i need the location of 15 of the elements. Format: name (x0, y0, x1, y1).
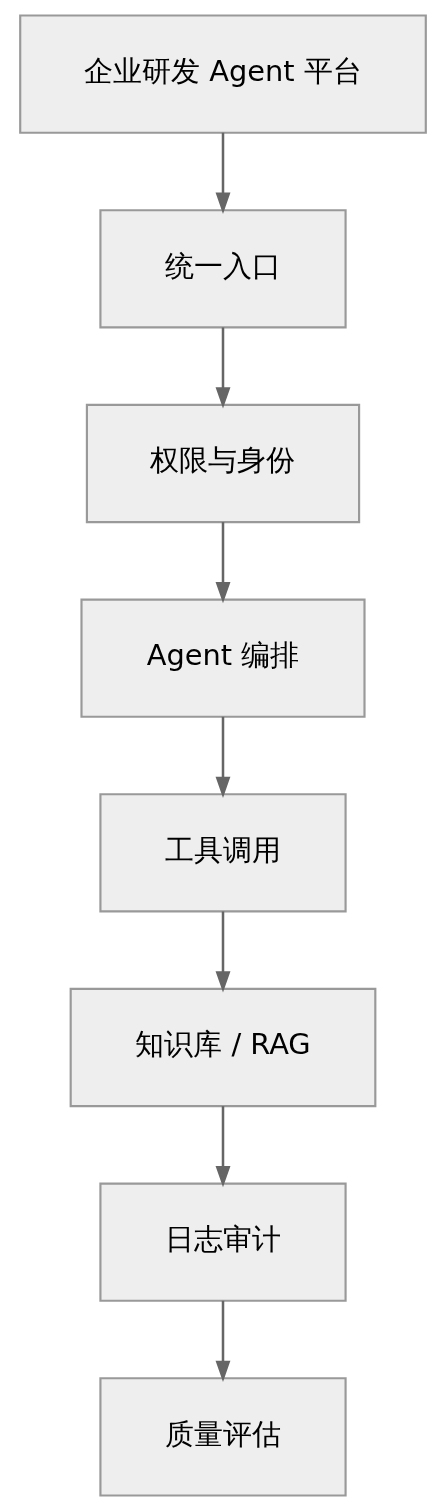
arrow (215, 911, 231, 993)
node-box: 企业研发 Agent 平台 (19, 14, 427, 134)
arrow (215, 1300, 231, 1382)
arrow (215, 327, 231, 409)
arrow (215, 132, 231, 214)
arrow (215, 1106, 231, 1188)
node-box: 知识库 / RAG (69, 987, 377, 1108)
arrow (215, 716, 231, 798)
arrow (215, 522, 231, 604)
node-box: Agent 编排 (80, 598, 366, 718)
node-box: 日志审计 (99, 1182, 347, 1302)
node-box: 权限与身份 (85, 403, 361, 524)
node-box: 统一入口 (99, 209, 347, 329)
node-box: 质量评估 (99, 1377, 347, 1497)
node-box: 工具调用 (99, 793, 347, 913)
